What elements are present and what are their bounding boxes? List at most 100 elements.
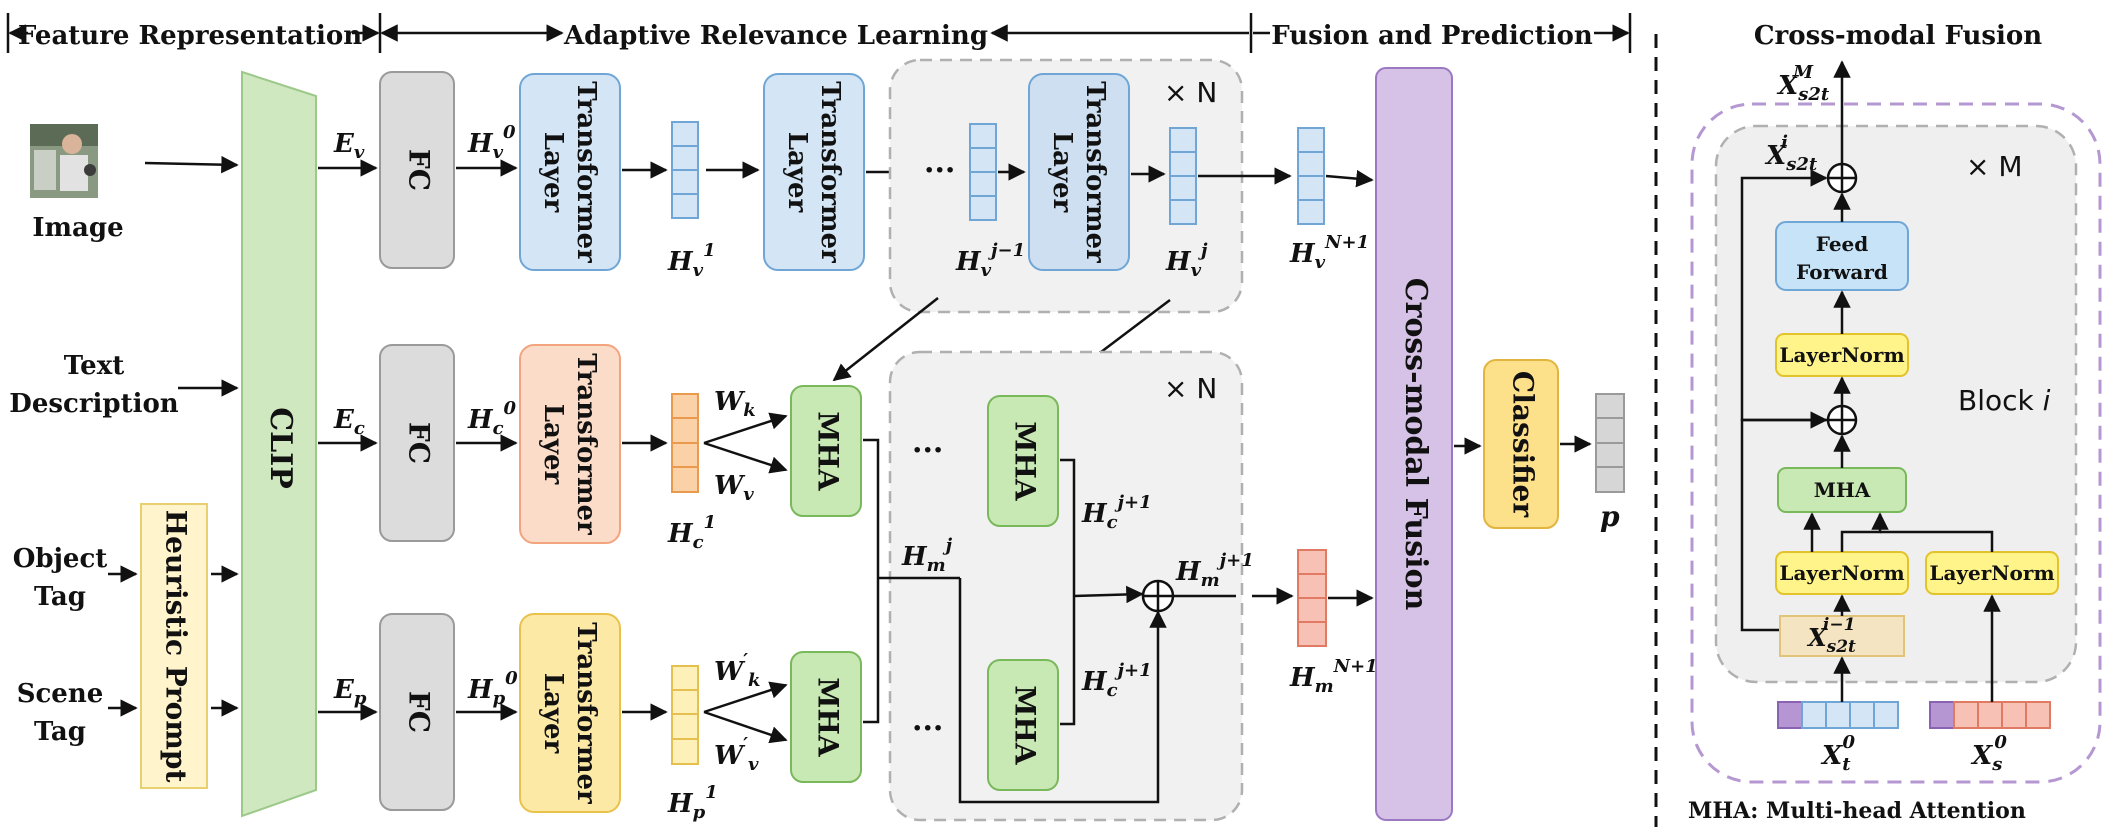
ellipsis-visual-2: ··· — [924, 153, 955, 188]
ellipsis-prompt: ··· — [912, 711, 943, 746]
svg-text:Layer: Layer — [1047, 132, 1077, 213]
hp0-label: Hp0 — [467, 668, 518, 709]
mha-prompt-block: MHA — [790, 651, 862, 783]
svg-text:Layer: Layer — [538, 673, 568, 754]
classifier-label: Classifier — [1507, 371, 1540, 518]
object-label-line1: Object — [13, 544, 108, 574]
token-hvj-1 — [969, 123, 997, 221]
token-xt0 — [1777, 701, 1899, 729]
text-label-line2: Description — [9, 389, 179, 419]
heuristic-prompt-label: Heuristic Prompt — [160, 510, 193, 783]
hmn1-label: HmN+1 — [1289, 656, 1378, 697]
xs0-label: Xs0 — [1970, 732, 2007, 775]
repeat-m: × M — [1966, 150, 2023, 183]
hvj-label: Hvj — [1165, 240, 1208, 281]
svg-text:LayerNorm: LayerNorm — [1779, 561, 1904, 585]
xs2t-prev-box — [1779, 615, 1905, 657]
svg-text:MHA: MHA — [812, 677, 845, 757]
fc-text-label: FC — [403, 422, 436, 464]
token-hvj — [1169, 127, 1197, 225]
hc1-label: Hc1 — [667, 512, 716, 553]
object-label-line2: Tag — [34, 582, 86, 612]
hv1-label: Hv1 — [667, 240, 716, 281]
scene-label-line2: Tag — [34, 717, 86, 747]
svg-text:Transformer: Transformer — [571, 353, 601, 535]
transformer-layer-visual-3: Transformer Layer — [1028, 73, 1130, 271]
svg-text:LayerNorm: LayerNorm — [1929, 561, 2054, 585]
hv0-label: Hv0 — [467, 122, 516, 163]
ellipsis-text: ··· — [912, 433, 943, 468]
svg-text:Layer: Layer — [782, 132, 812, 213]
svg-text:Layer: Layer — [538, 404, 568, 485]
wk-label: Wk — [714, 387, 756, 421]
wv-label: Wv — [714, 471, 754, 505]
adaptive-relevance-title: Adaptive Relevance Learning — [563, 21, 988, 51]
input-image: Image — [30, 124, 124, 243]
svg-text:MHA: MHA — [1009, 421, 1042, 501]
fc-prompt-label: FC — [403, 691, 436, 733]
mha-text-block: MHA — [790, 385, 862, 517]
input-arrows — [108, 155, 239, 717]
section-header: Feature Representation Adaptive Relevanc… — [6, 13, 1632, 53]
token-xs0 — [1929, 701, 2051, 729]
transformer-output-arrows — [622, 161, 668, 721]
clip-label: CLIP — [263, 407, 298, 489]
feature-representation-title: Feature Representation — [18, 21, 362, 51]
output-p-label: p — [1600, 500, 1620, 533]
token-hv1 — [671, 121, 699, 219]
crossmodal-fusion-label: Cross-modal Fusion — [1398, 278, 1433, 611]
scene-label-line1: Scene — [17, 679, 104, 709]
classifier-block: Classifier — [1483, 359, 1559, 529]
repeat-n-visual: × N — [1164, 76, 1217, 109]
wk-prime-label: W′k — [714, 650, 760, 691]
hmj-merge-lines: Hmj — [863, 438, 1167, 804]
hvn1-label: HvN+1 — [1289, 232, 1369, 273]
repeat-n-bottom: × N — [1164, 372, 1217, 405]
heuristic-prompt-block: Heuristic Prompt — [140, 503, 208, 789]
text-mha-inputs: Wk Wv — [703, 387, 788, 505]
fc-blocks: FC FC FC — [379, 71, 455, 811]
svg-text:MHA: MHA — [1009, 685, 1042, 765]
svg-text:Transformer: Transformer — [815, 81, 845, 263]
wv-prime-label: W′v — [714, 734, 759, 775]
xs2tm-label: Xs2tM — [1776, 62, 1830, 105]
ev-label: Ev — [333, 129, 365, 163]
sum-node — [1141, 579, 1175, 613]
svg-text:Layer: Layer — [538, 132, 568, 213]
svg-text:Transformer: Transformer — [1080, 81, 1110, 263]
text-label-line1: Text — [64, 351, 124, 381]
ep-label: Ep — [333, 675, 367, 709]
transformer-layer-visual: Transformer Layer — [519, 73, 621, 271]
hp1-label: Hp1 — [667, 782, 718, 823]
mha-legend: MHA: Multi-head Attention — [1688, 798, 2026, 824]
fc-block-visual — [379, 71, 455, 269]
block-i-label: Block i — [1958, 384, 2051, 417]
feed-forward-line2: Forward — [1796, 260, 1888, 284]
outer-fusion-box — [1690, 102, 2102, 784]
token-hmn1 — [1297, 549, 1327, 647]
mha-prompt-block-2: MHA — [987, 659, 1059, 791]
transformer-layer-visual-2: Transformer Layer — [763, 73, 865, 271]
xt0-label: Xt0 — [1820, 732, 1856, 775]
prompt-mha-inputs: W′k W′v — [703, 650, 788, 775]
ec-label: Ec — [333, 405, 365, 439]
image-label: Image — [32, 213, 123, 243]
embedding-arrows: Ev Ec Ep — [318, 129, 378, 721]
feed-forward-line1: Feed — [1816, 232, 1869, 256]
svg-text:Transformer: Transformer — [571, 622, 601, 804]
svg-text:LayerNorm: LayerNorm — [1779, 343, 1904, 367]
arrow-hvj1-to-mha — [832, 297, 939, 382]
arrow-hvn1-to-fusion — [1325, 169, 1374, 188]
token-hvn1 — [1297, 127, 1325, 225]
hmj-label: Hmj — [901, 535, 953, 576]
crossmodal-fusion-block: Cross-modal Fusion — [1375, 67, 1453, 821]
transformer-layer-prompt: Transformer Layer — [519, 613, 621, 813]
token-hp1 — [671, 665, 699, 765]
token-hc1 — [671, 393, 699, 493]
svg-text:Transformer: Transformer — [571, 81, 601, 263]
repeat-box-bottom: × N — [888, 350, 1244, 822]
fc-output-arrows: Hv0 Hc0 Hp0 — [456, 122, 518, 721]
clip-block: CLIP — [241, 70, 317, 818]
fc-block-text — [379, 344, 455, 542]
